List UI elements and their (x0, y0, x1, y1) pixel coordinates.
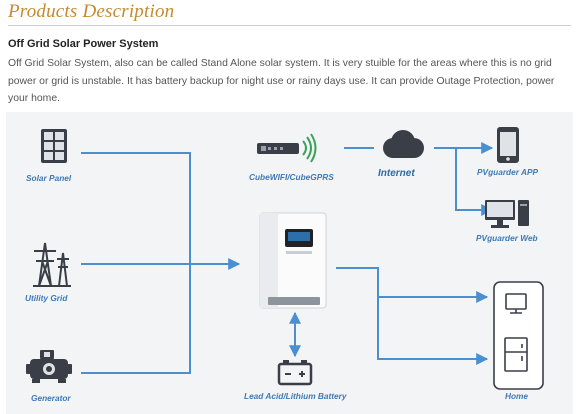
section-heading: Products Description (8, 1, 571, 26)
label-home: Home (505, 391, 529, 401)
web-arrow (434, 147, 494, 216)
label-pvguarder-app: PVguarder APP (477, 167, 539, 177)
diagram-graphics (26, 127, 544, 390)
battery-icon (277, 360, 313, 386)
generator-icon (26, 350, 72, 383)
section-subtitle: Off Grid Solar Power System (8, 38, 159, 50)
label-solar-panel: Solar Panel (26, 173, 72, 183)
off-grid-diagram: Solar Panel Utility Grid Generator CubeW… (6, 112, 573, 414)
phone-icon (497, 127, 519, 163)
label-battery: Lead Acid/Lithium Battery (244, 391, 347, 401)
utility-grid-icon (33, 242, 71, 287)
label-pvguarder-web: PVguarder Web (476, 233, 538, 243)
label-generator: Generator (31, 393, 71, 403)
label-utility-grid: Utility Grid (25, 293, 68, 303)
home-icon (493, 281, 544, 390)
connection-lines (81, 142, 494, 374)
label-internet: Internet (378, 168, 415, 179)
cloud-icon (383, 130, 424, 158)
solar-panel-icon (41, 129, 67, 163)
heading-text: Products Description (8, 1, 175, 22)
computer-icon (485, 200, 529, 228)
inverter-unit (259, 212, 327, 309)
cube-wifi-icon (257, 133, 317, 163)
label-cube: CubeWIFI/CubeGPRS (249, 172, 334, 182)
description-paragraph: Off Grid Solar System, also can be calle… (8, 58, 555, 104)
home-lower-arrow (336, 267, 489, 365)
